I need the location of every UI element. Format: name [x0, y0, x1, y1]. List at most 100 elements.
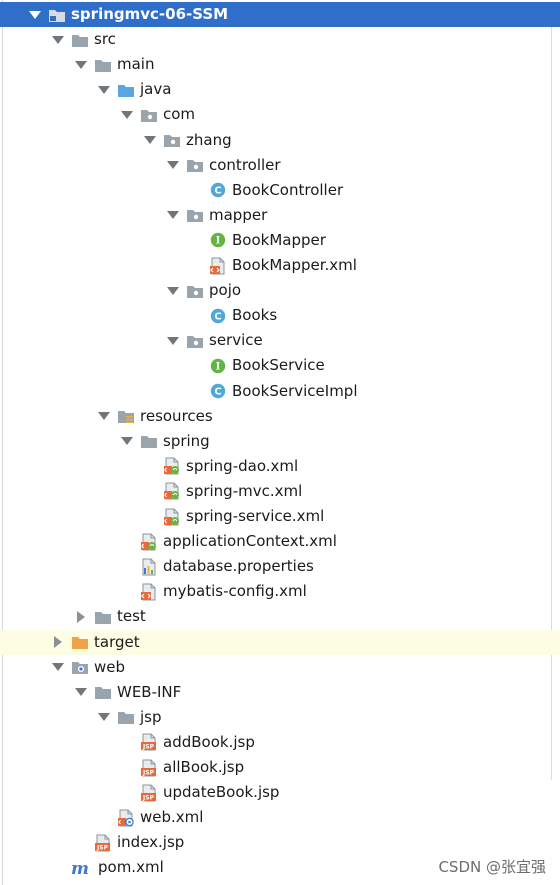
- tree-row-jsp[interactable]: jsp: [0, 705, 560, 730]
- arrow-spacer: [74, 830, 88, 855]
- arrow-spacer: [189, 178, 203, 203]
- tree-row-label: mybatis-config.xml: [163, 582, 307, 601]
- expand-arrow-icon[interactable]: [97, 77, 111, 102]
- tree-row-label: java: [140, 80, 172, 99]
- tree-row-label: applicationContext.xml: [163, 532, 337, 551]
- folder-icon: [140, 432, 158, 450]
- tree-row-src[interactable]: src: [0, 27, 560, 52]
- arrow-spacer: [189, 379, 203, 404]
- tree-row-label: service: [209, 331, 263, 350]
- tree-row-label: springmvc-06-SSM: [71, 5, 229, 23]
- tree-row-mybatis-config-xml[interactable]: mybatis-config.xml: [0, 579, 560, 604]
- expand-arrow-icon[interactable]: [143, 128, 157, 153]
- folder-icon: [117, 708, 135, 726]
- tree-row-label: spring-dao.xml: [186, 456, 299, 475]
- tree-row-web-xml[interactable]: web.xml: [0, 805, 560, 830]
- tree-row-spring-service-xml[interactable]: spring-service.xml: [0, 504, 560, 529]
- tree-row-mapper[interactable]: mapper: [0, 203, 560, 228]
- arrow-spacer: [189, 228, 203, 253]
- tree-row-zhang[interactable]: zhang: [0, 128, 560, 153]
- expand-arrow-icon[interactable]: [28, 2, 42, 27]
- spring-xml-icon: [163, 457, 181, 475]
- tree-row-label: allBook.jsp: [163, 758, 245, 776]
- tree-row-label: BookMapper.xml: [232, 256, 357, 274]
- folder-icon: [94, 608, 112, 626]
- tree-row-java[interactable]: java: [0, 77, 560, 102]
- expand-arrow-icon[interactable]: [166, 278, 180, 303]
- expand-arrow-icon[interactable]: [166, 328, 180, 353]
- tree-scrollbar-track[interactable]: [551, 25, 552, 780]
- tree-row-label: pojo: [209, 281, 242, 300]
- folder-icon: [71, 31, 89, 49]
- tree-row-spring[interactable]: spring: [0, 429, 560, 454]
- tree-row-label: spring-mvc.xml: [186, 481, 303, 500]
- expand-arrow-icon[interactable]: [120, 102, 134, 127]
- collapse-arrow-icon[interactable]: [74, 604, 88, 629]
- class-icon: C: [209, 307, 227, 325]
- tree-row-service[interactable]: service: [0, 328, 560, 353]
- expand-arrow-icon[interactable]: [74, 680, 88, 705]
- expand-arrow-icon[interactable]: [166, 203, 180, 228]
- jsp-file-icon: JSP: [94, 834, 112, 852]
- tree-row-com[interactable]: com: [0, 102, 560, 127]
- collapse-arrow-icon[interactable]: [51, 630, 65, 655]
- expand-arrow-icon[interactable]: [120, 429, 134, 454]
- tree-row-bookmapper-xml[interactable]: BookMapper.xml: [0, 253, 560, 278]
- tree-row-spring-mvc-xml[interactable]: spring-mvc.xml: [0, 479, 560, 504]
- tree-row-controller[interactable]: controller: [0, 153, 560, 178]
- tree-row-label: web: [94, 657, 126, 676]
- xml-file-icon: [140, 583, 158, 601]
- arrow-spacer: [189, 353, 203, 378]
- arrow-spacer: [120, 780, 134, 805]
- expand-arrow-icon[interactable]: [166, 153, 180, 178]
- tree-row-applicationcontext-xml[interactable]: applicationContext.xml: [0, 529, 560, 554]
- expand-arrow-icon[interactable]: [74, 52, 88, 77]
- tree-row-label: BookMapper: [232, 230, 326, 249]
- watermark: CSDN @张宜强: [438, 858, 546, 876]
- svg-text:C: C: [214, 186, 221, 197]
- tree-row-label: database.properties: [163, 557, 314, 576]
- expand-arrow-icon[interactable]: [97, 404, 111, 429]
- tree-row-target[interactable]: target: [0, 629, 560, 655]
- tree-row-web[interactable]: web: [0, 655, 560, 680]
- arrow-spacer: [120, 529, 134, 554]
- tree-row-main[interactable]: main: [0, 52, 560, 77]
- svg-text:I: I: [216, 236, 221, 247]
- expand-arrow-icon[interactable]: [97, 705, 111, 730]
- tree-row-resources[interactable]: resources: [0, 404, 560, 429]
- tree-row-label: spring: [163, 431, 210, 450]
- maven-pom-icon: m: [71, 859, 93, 877]
- tree-row-bookmapper[interactable]: I BookMapper: [0, 228, 560, 253]
- svg-text:C: C: [214, 387, 221, 398]
- tree-row-spring-dao-xml[interactable]: spring-dao.xml: [0, 454, 560, 479]
- tree-row-pojo[interactable]: pojo: [0, 278, 560, 303]
- interface-icon: I: [209, 357, 227, 375]
- folder-icon: [94, 56, 112, 74]
- spring-xml-icon: [140, 533, 158, 551]
- tree-row-springmvc-06-ssm[interactable]: springmvc-06-SSM: [0, 2, 560, 27]
- spring-xml-icon: [163, 482, 181, 500]
- expand-arrow-icon[interactable]: [51, 655, 65, 680]
- class-icon: C: [209, 382, 227, 400]
- interface-icon: I: [209, 231, 227, 249]
- svg-text:JSP: JSP: [142, 794, 155, 801]
- tree-row-web-inf[interactable]: WEB-INF: [0, 680, 560, 705]
- tree-row-test[interactable]: test: [0, 604, 560, 629]
- expand-arrow-icon[interactable]: [51, 27, 65, 52]
- tree-row-label: mapper: [209, 205, 268, 224]
- arrow-spacer: [51, 855, 65, 880]
- tree-row-database-properties[interactable]: database.properties: [0, 554, 560, 579]
- module-folder-icon: [48, 6, 66, 24]
- arrow-spacer: [189, 303, 203, 328]
- resources-folder-icon: [117, 407, 135, 425]
